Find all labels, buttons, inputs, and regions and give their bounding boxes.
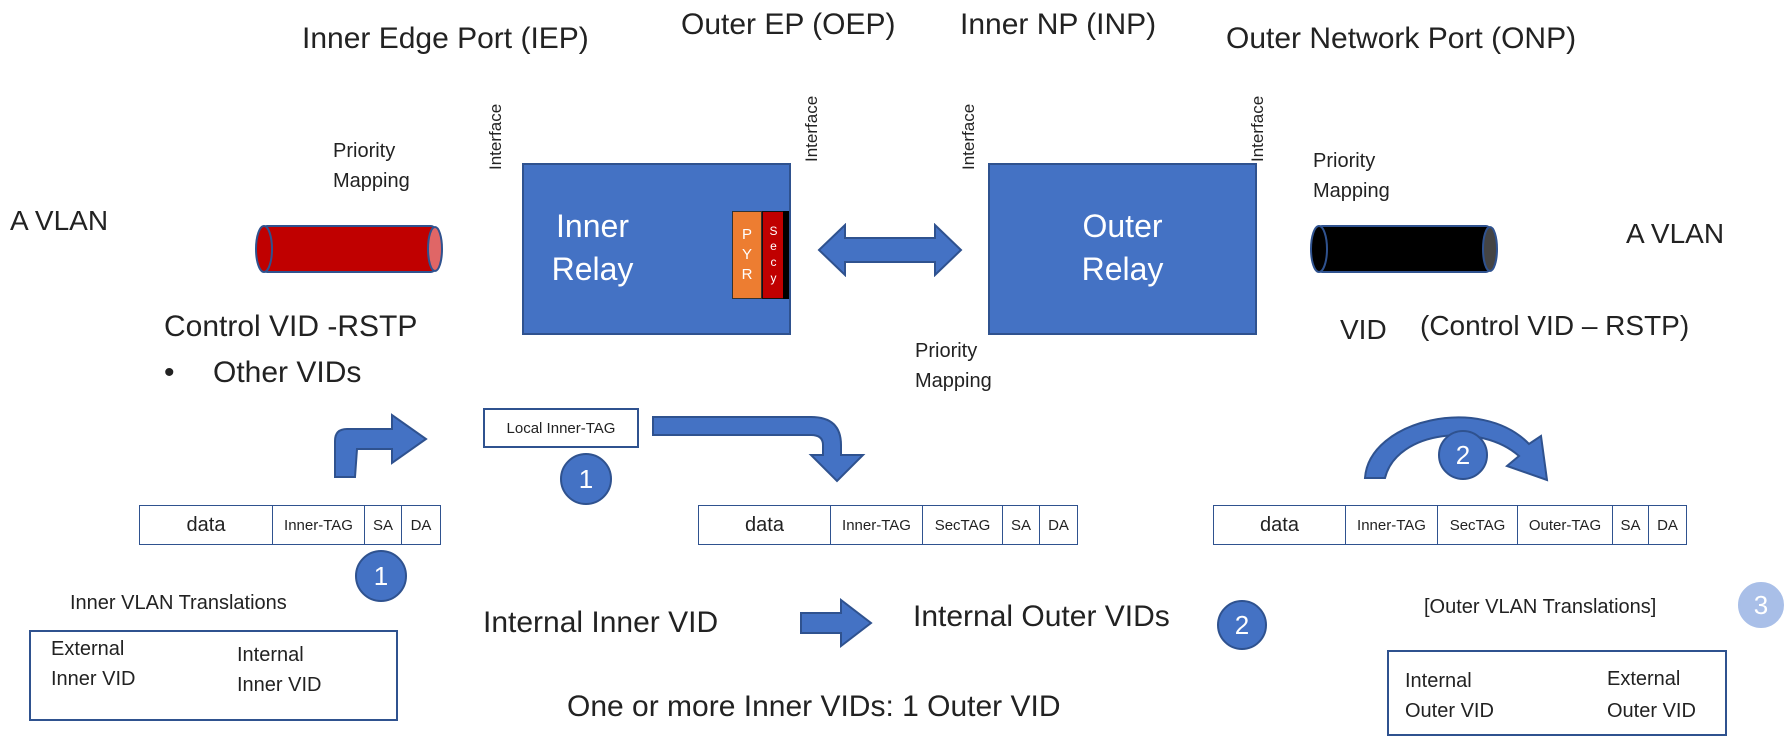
secy-block: S e c y xyxy=(762,211,785,299)
frame-1-inner-tag: Inner-TAG xyxy=(273,506,365,544)
right-curved-arrow xyxy=(1363,416,1549,482)
internal-inner-vid: Internal Inner VID xyxy=(483,606,719,639)
middle-priority-line1: Priority xyxy=(915,340,978,362)
frame-3-data: data xyxy=(1214,506,1346,544)
left-control-vid: Control VID -RSTP xyxy=(164,310,418,343)
interface-label-4: Interface xyxy=(1248,95,1267,162)
secy-letter-e: e xyxy=(770,239,777,254)
secy-letter-y: y xyxy=(770,270,777,285)
frame-2-inner-tag: Inner-TAG xyxy=(831,506,923,544)
header-iep: Inner Edge Port (IEP) xyxy=(302,22,589,55)
frame-3-da: DA xyxy=(1657,516,1678,534)
outer-translation-table: Internal Outer VID External Outer VID xyxy=(1387,650,1727,736)
frame-2-sa: SA xyxy=(1003,506,1040,544)
right-priority-pipe xyxy=(1310,225,1498,273)
left-priority-line1: Priority xyxy=(333,140,396,162)
header-inp: Inner NP (INP) xyxy=(960,8,1157,41)
middle-priority-line2: Mapping xyxy=(915,370,992,392)
frame-3: data Inner-TAG SecTAG Outer-TAG SA DA xyxy=(1213,505,1687,545)
header-oep: Outer EP (OEP) xyxy=(681,8,896,41)
left-priority-line2: Mapping xyxy=(333,170,410,192)
frame-1-sa: SA xyxy=(365,506,402,544)
badge-2-top: 2 xyxy=(1438,430,1488,480)
outer-relay-box: Outer Relay xyxy=(988,163,1257,335)
right-priority-line1: Priority xyxy=(1313,150,1376,172)
footer-text: One or more Inner VIDs: 1 Outer VID xyxy=(567,690,1061,723)
inner-relay-line1: Inner xyxy=(556,208,629,244)
local-inner-tag-box: Local Inner-TAG xyxy=(483,408,639,448)
left-other-vids: Other VIDs xyxy=(213,356,362,389)
badge-2-bottom: 2 xyxy=(1217,600,1267,650)
outer-translation-col1-line1: Internal xyxy=(1405,670,1472,692)
pyr-letter-y: Y xyxy=(741,245,752,263)
interface-label-3: Interface xyxy=(959,103,978,170)
badge-1-top: 1 xyxy=(560,453,612,505)
inner-relay-line2: Relay xyxy=(551,251,634,288)
frame-1: data Inner-TAG SA DA xyxy=(139,505,441,545)
pyr-block: P Y R xyxy=(732,211,762,299)
inner-translation-col2-line2: Inner VID xyxy=(237,674,322,696)
frame-2-data: data xyxy=(699,506,831,544)
middle-bent-arrow xyxy=(652,416,866,483)
right-priority-line2: Mapping xyxy=(1313,180,1390,202)
outer-translation-col2-line1: External xyxy=(1607,668,1681,690)
pyr-letter-p: P xyxy=(741,225,752,243)
frame-2: data Inner-TAG SecTAG SA DA xyxy=(698,505,1078,545)
frame-3-inner-tag: Inner-TAG xyxy=(1346,506,1438,544)
right-control-vid: (Control VID – RSTP) xyxy=(1420,310,1690,341)
interface-label-1: Interface xyxy=(486,103,505,170)
outer-relay-line1: Outer xyxy=(1082,208,1163,244)
right-vid-label: VID xyxy=(1340,314,1387,345)
frame-1-da: DA xyxy=(410,516,432,534)
right-vlan-label: A VLAN xyxy=(1626,218,1725,249)
frame-3-sectag: SecTAG xyxy=(1438,506,1518,544)
inner-translation-col2-line1: Internal xyxy=(237,644,304,666)
secy-edge xyxy=(783,211,789,299)
inner-translation-col1-line2: Inner VID xyxy=(51,668,136,690)
frame-2-da: DA xyxy=(1048,516,1069,534)
outer-translation-col2-line2: Outer VID xyxy=(1607,700,1696,722)
inner-translation-title: Inner VLAN Translations xyxy=(70,592,287,614)
badge-3: 3 xyxy=(1738,582,1784,628)
frame-2-sectag: SecTAG xyxy=(923,506,1003,544)
pyr-letter-r: R xyxy=(741,266,753,284)
frame-1-data: data xyxy=(140,506,273,544)
frame-3-outer-tag: Outer-TAG xyxy=(1518,506,1613,544)
badge-1-bottom: 1 xyxy=(355,550,407,602)
relay-double-arrow xyxy=(817,223,963,277)
outer-translation-col1-line2: Outer VID xyxy=(1405,700,1494,722)
outer-relay-line2: Relay xyxy=(1081,251,1164,288)
left-vlan-label: A VLAN xyxy=(10,205,109,236)
left-bent-arrow xyxy=(334,413,428,478)
inner-to-outer-arrow xyxy=(800,598,873,648)
left-priority-pipe xyxy=(255,225,443,273)
header-onp: Outer Network Port (ONP) xyxy=(1226,22,1577,55)
secy-letter-c: c xyxy=(770,255,777,269)
inner-translation-table: External Inner VID Internal Inner VID xyxy=(29,630,398,721)
interface-label-2: Interface xyxy=(802,95,821,162)
secy-letter-s: S xyxy=(769,223,778,238)
frame-3-sa: SA xyxy=(1613,506,1649,544)
inner-translation-col1-line1: External xyxy=(51,638,125,660)
internal-outer-vids: Internal Outer VIDs xyxy=(913,600,1170,633)
left-bullet: • xyxy=(164,356,175,389)
outer-translation-title: [Outer VLAN Translations] xyxy=(1424,596,1657,618)
